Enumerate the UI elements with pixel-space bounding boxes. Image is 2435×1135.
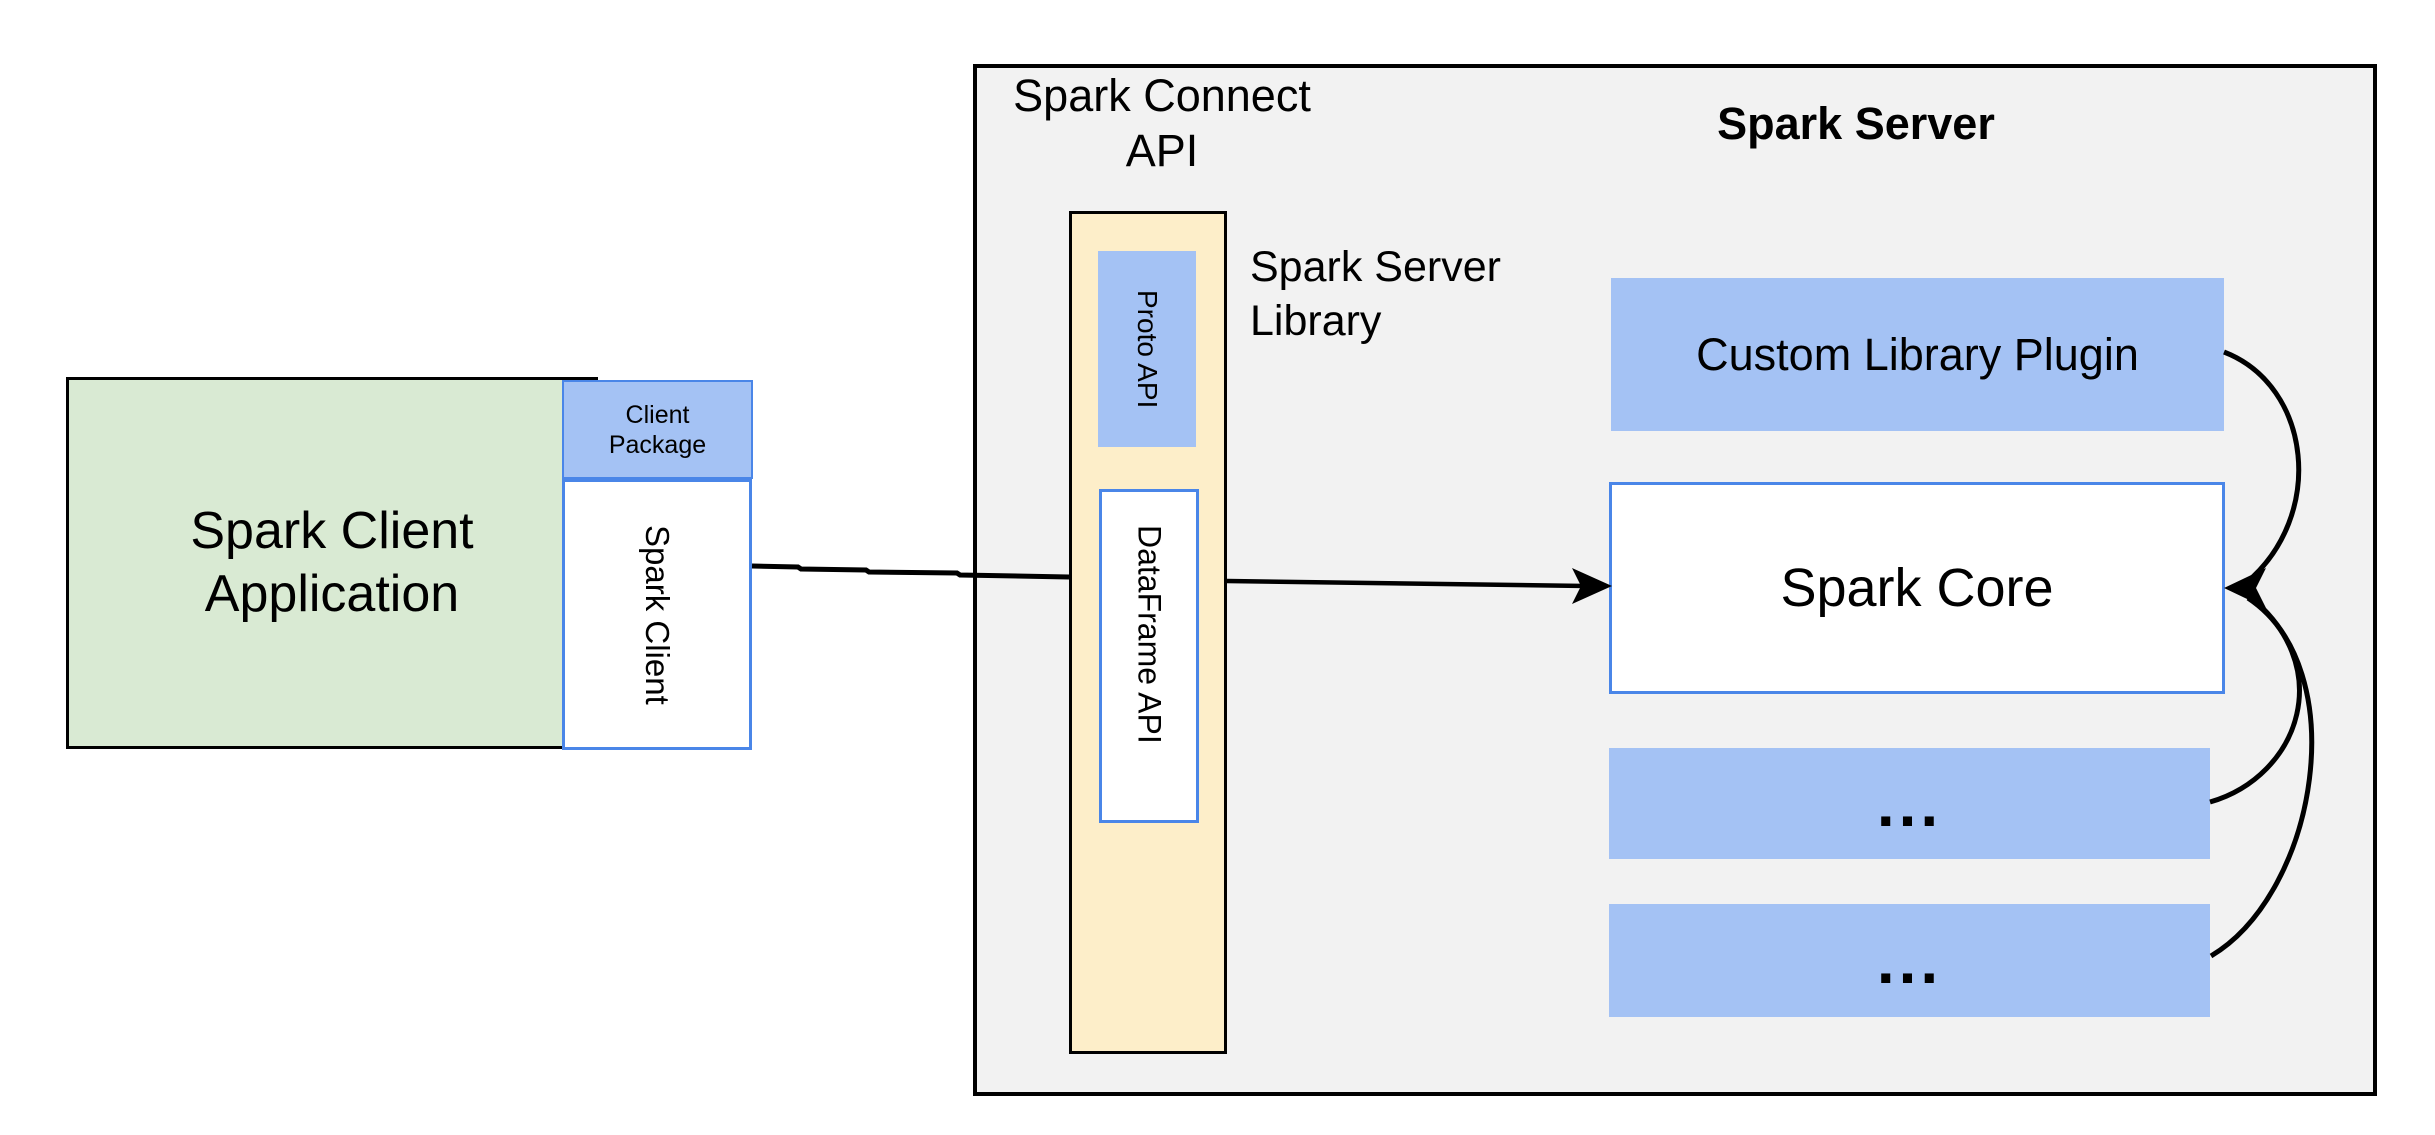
spark-server-library-label-line1: Spark Server — [1250, 243, 1501, 291]
spark-client-application-label-line1: Spark Client — [190, 502, 474, 560]
spark-core-box: Spark Core — [1609, 482, 2225, 694]
more-plugins-box-2: ... — [1609, 904, 2210, 1017]
proto-api-box: Proto API — [1098, 251, 1196, 447]
spark-client-box: Spark Client — [562, 479, 752, 750]
client-package-box: Client Package — [562, 380, 753, 479]
spark-server-library-label-line2: Library — [1250, 297, 1382, 345]
spark-connect-api-label: Spark Connect API — [987, 68, 1337, 178]
client-package-label-line2: Package — [608, 430, 707, 459]
custom-library-plugin-label: Custom Library Plugin — [1696, 328, 2139, 380]
more-plugins-box-1: ... — [1609, 748, 2210, 859]
spark-server-title: Spark Server — [1717, 98, 1995, 149]
spark-connect-api-label-line1: Spark Connect — [1013, 70, 1311, 121]
dataframe-api-label: DataFrame API — [1131, 524, 1168, 744]
more-plugins-ellipsis-1: ... — [1876, 767, 1943, 840]
spark-connect-api-label-line2: API — [1125, 125, 1199, 176]
custom-library-plugin-box: Custom Library Plugin — [1611, 278, 2224, 431]
spark-client-box-label: Spark Client — [639, 524, 676, 705]
spark-client-application-box — [66, 377, 598, 749]
spark-core-label: Spark Core — [1780, 558, 2054, 618]
spark-server-library-label: Spark Server Library — [1250, 240, 1670, 348]
client-package-label-line1: Client — [625, 400, 690, 429]
proto-api-label: Proto API — [1132, 289, 1163, 409]
spark-client-application-label-line2: Application — [204, 565, 460, 623]
dataframe-api-box: DataFrame API — [1099, 489, 1199, 823]
spark-client-application-label: Spark Client Application — [66, 377, 598, 749]
more-plugins-ellipsis-2: ... — [1876, 924, 1943, 997]
